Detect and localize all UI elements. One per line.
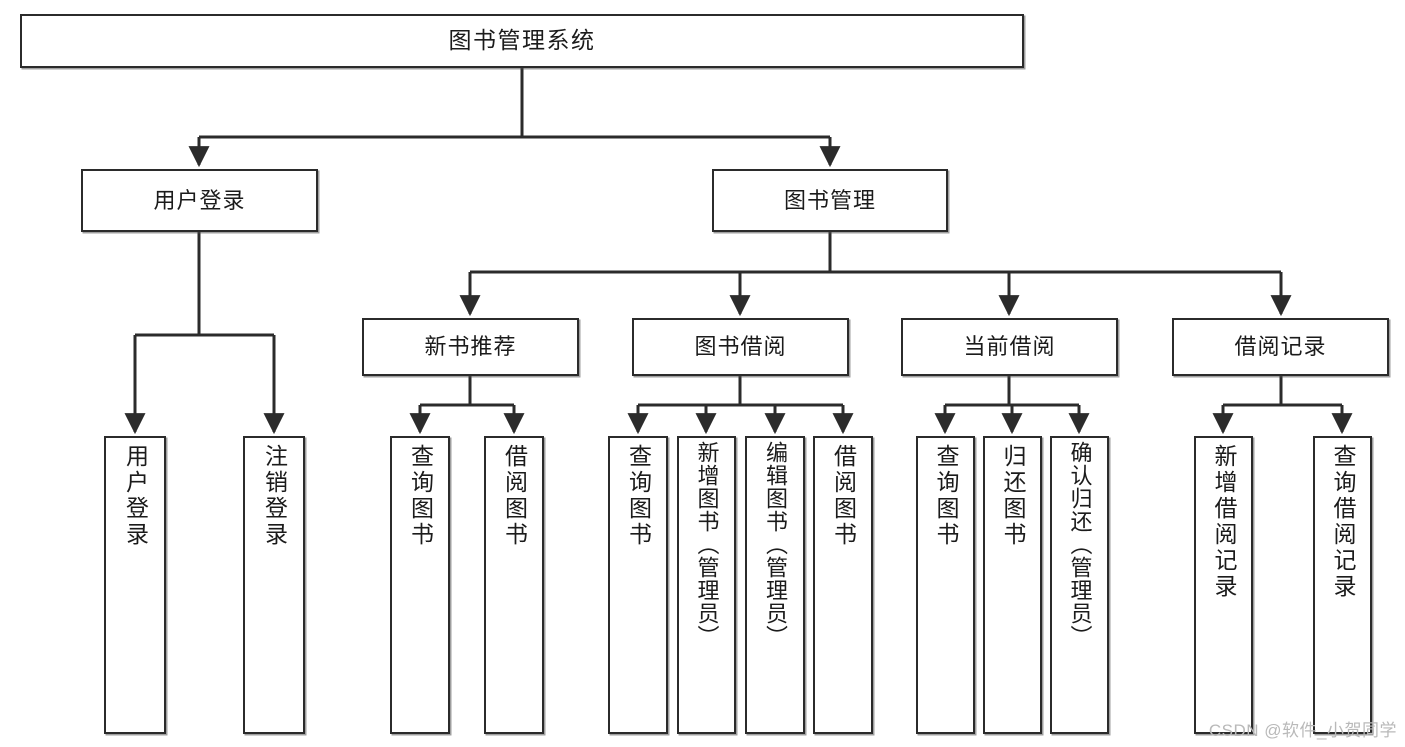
node-leaf-query-record-label: 查询借阅记录 (1330, 444, 1356, 600)
node-leaf-confirm-return[interactable]: 确认归还（管理员） (1050, 436, 1109, 734)
node-leaf-add-book-label: 新增图书（管理员） (694, 441, 720, 648)
node-leaf-add-record[interactable]: 新增借阅记录 (1194, 436, 1253, 734)
node-leaf-logout-login[interactable]: 注销登录 (243, 436, 305, 734)
node-root-label: 图书管理系统 (448, 27, 596, 54)
node-leaf-user-login[interactable]: 用户登录 (104, 436, 166, 734)
node-leaf-query-book-2-label: 查询图书 (625, 444, 652, 548)
node-new-book-recommend[interactable]: 新书推荐 (362, 318, 579, 376)
node-book-manage-label: 图书管理 (783, 187, 876, 213)
node-borrow-record[interactable]: 借阅记录 (1172, 318, 1389, 376)
node-user-login[interactable]: 用户登录 (81, 169, 318, 232)
node-book-borrow-label: 图书借阅 (694, 334, 787, 360)
node-leaf-logout-login-label: 注销登录 (261, 444, 288, 548)
node-borrow-record-label: 借阅记录 (1234, 334, 1327, 360)
node-leaf-edit-book-label: 编辑图书（管理员） (763, 441, 788, 648)
node-book-borrow[interactable]: 图书借阅 (632, 318, 849, 376)
node-leaf-query-book-2[interactable]: 查询图书 (608, 436, 668, 734)
node-leaf-return-book-label: 归还图书 (1000, 444, 1026, 548)
node-current-borrow-label: 当前借阅 (963, 334, 1056, 360)
node-book-manage[interactable]: 图书管理 (712, 169, 948, 232)
node-root[interactable]: 图书管理系统 (20, 14, 1024, 68)
node-leaf-user-login-label: 用户登录 (122, 444, 149, 548)
node-leaf-edit-book[interactable]: 编辑图书（管理员） (745, 436, 805, 734)
node-leaf-add-book[interactable]: 新增图书（管理员） (677, 436, 736, 734)
node-leaf-query-record[interactable]: 查询借阅记录 (1313, 436, 1372, 734)
node-leaf-query-book-3-label: 查询图书 (933, 444, 959, 548)
node-leaf-confirm-return-label: 确认归还（管理员） (1067, 441, 1093, 648)
csdn-watermark: CSDN @软件_小贺同学 (1208, 721, 1397, 740)
node-leaf-borrow-book-2[interactable]: 借阅图书 (813, 436, 873, 734)
node-leaf-query-book-1[interactable]: 查询图书 (390, 436, 450, 734)
node-leaf-borrow-book-1-label: 借阅图书 (501, 444, 528, 548)
node-leaf-query-book-1-label: 查询图书 (407, 444, 434, 548)
node-user-login-label: 用户登录 (153, 187, 246, 213)
node-leaf-borrow-book-1[interactable]: 借阅图书 (484, 436, 544, 734)
node-leaf-add-record-label: 新增借阅记录 (1211, 444, 1237, 600)
node-new-book-recommend-label: 新书推荐 (424, 334, 517, 360)
node-leaf-return-book[interactable]: 归还图书 (983, 436, 1042, 734)
node-current-borrow[interactable]: 当前借阅 (901, 318, 1118, 376)
node-leaf-query-book-3[interactable]: 查询图书 (916, 436, 975, 734)
node-leaf-borrow-book-2-label: 借阅图书 (830, 444, 857, 548)
